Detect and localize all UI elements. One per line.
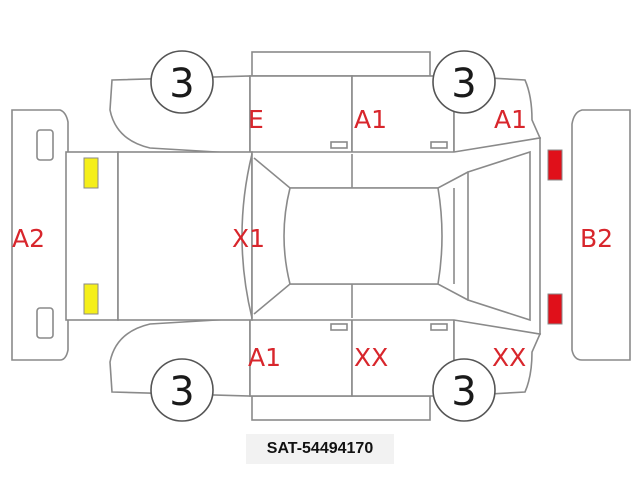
label-lower-mid: XX <box>354 343 388 372</box>
wheel-bottom-right: 3 <box>432 358 496 422</box>
rear-yellow-marker-lower <box>83 283 99 315</box>
label-roof: X1 <box>232 224 265 253</box>
wheel-top-right: 3 <box>432 50 496 114</box>
lower-side-panel <box>109 317 542 421</box>
label-upper-mid: A1 <box>354 105 387 134</box>
label-upper-left: E <box>248 105 264 134</box>
label-rear-bumper: A2 <box>12 224 45 253</box>
wheel-bottom-left: 3 <box>150 358 214 422</box>
wheel-top-right-value: 3 <box>451 61 476 107</box>
label-upper-right: A1 <box>494 105 527 134</box>
top-view-body <box>65 137 541 335</box>
rear-bumper-panel <box>11 109 69 361</box>
front-red-marker-upper <box>547 149 563 181</box>
wheel-bottom-left-value: 3 <box>169 369 194 415</box>
front-bumper-panel <box>571 109 631 361</box>
rear-yellow-marker-upper <box>83 157 99 189</box>
reference-code: SAT-54494170 <box>246 434 394 464</box>
label-lower-left: A1 <box>248 343 281 372</box>
front-red-marker-lower <box>547 293 563 325</box>
label-lower-right: XX <box>492 343 526 372</box>
upper-side-panel <box>109 51 542 155</box>
wheel-top-left-value: 3 <box>169 61 194 107</box>
label-front-bumper: B2 <box>580 224 613 253</box>
wheel-top-left: 3 <box>150 50 214 114</box>
wheel-bottom-right-value: 3 <box>451 369 476 415</box>
